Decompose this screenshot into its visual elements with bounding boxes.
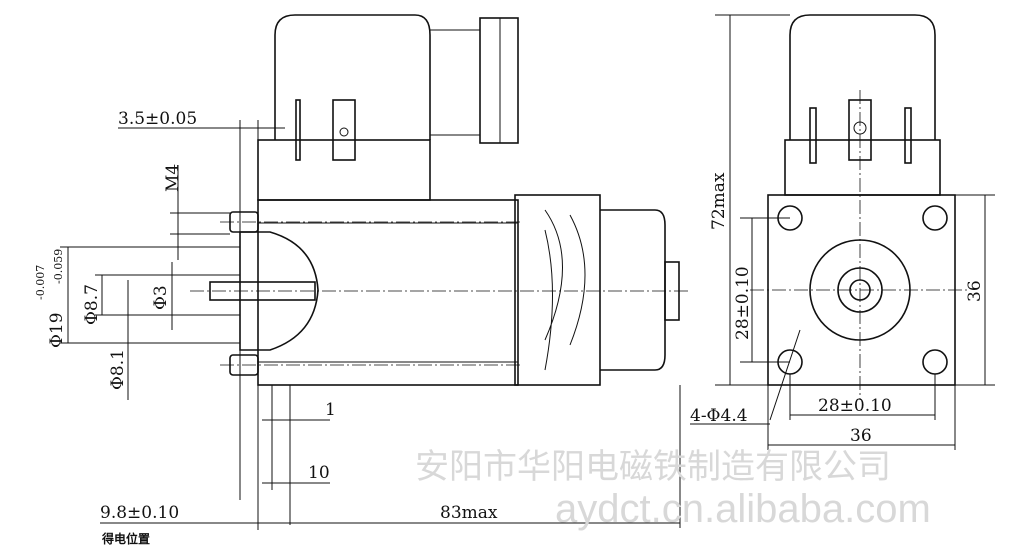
energized-position-label: 得电位置 — [101, 531, 150, 546]
end-cap — [600, 209, 666, 371]
dim-ten: 10 — [308, 463, 330, 483]
terminal-blade — [332, 99, 356, 161]
dim-width-h: 36 — [850, 426, 872, 446]
dim-bore: Φ8.7 — [82, 284, 102, 325]
dim-flange-tol-upper: -0.007 — [34, 265, 47, 300]
base-plate — [257, 139, 431, 201]
connector-housing — [274, 14, 431, 140]
cable-gland — [479, 17, 519, 144]
body — [257, 199, 519, 386]
dim-flange-tol-lower: -0.059 — [52, 249, 65, 284]
terminal-pin — [295, 99, 301, 161]
dim-holes: 4-Φ4.4 — [690, 406, 748, 426]
dim-thread: M4 — [163, 164, 183, 192]
dim-boss: Φ8.1 — [108, 349, 128, 390]
side-view: 3.5±0.05 M4 Φ19 -0.007 -0.059 Φ8.7 Φ3 Φ8… — [34, 14, 690, 546]
dim-hole-spacing-v: 28±0.10 — [733, 266, 753, 340]
end-connector-housing — [789, 14, 936, 140]
end-base — [784, 139, 941, 196]
watermark-company: 安阳市华阳电磁铁制造有限公司 — [415, 447, 891, 487]
plunger-pin — [209, 281, 316, 301]
dim-flange-dia: Φ19 — [47, 312, 67, 348]
dim-pin-offset: 3.5±0.05 — [118, 109, 197, 129]
flange-section — [239, 231, 319, 351]
dim-height: 72max — [709, 172, 729, 230]
dim-hole-spacing-h: 28±0.10 — [818, 396, 892, 416]
dim-length: 83max — [440, 503, 498, 523]
dim-stroke: 9.8±0.10 — [100, 503, 179, 523]
dim-pin: Φ3 — [151, 285, 171, 310]
dim-one: 1 — [325, 400, 336, 420]
end-view: 72max 28±0.10 36 4-Φ4.4 28±0.10 36 — [690, 14, 995, 450]
dim-width-v: 36 — [965, 280, 985, 302]
watermark-url: aydct.cn.alibaba.com — [555, 487, 931, 531]
coil-section — [514, 194, 601, 386]
